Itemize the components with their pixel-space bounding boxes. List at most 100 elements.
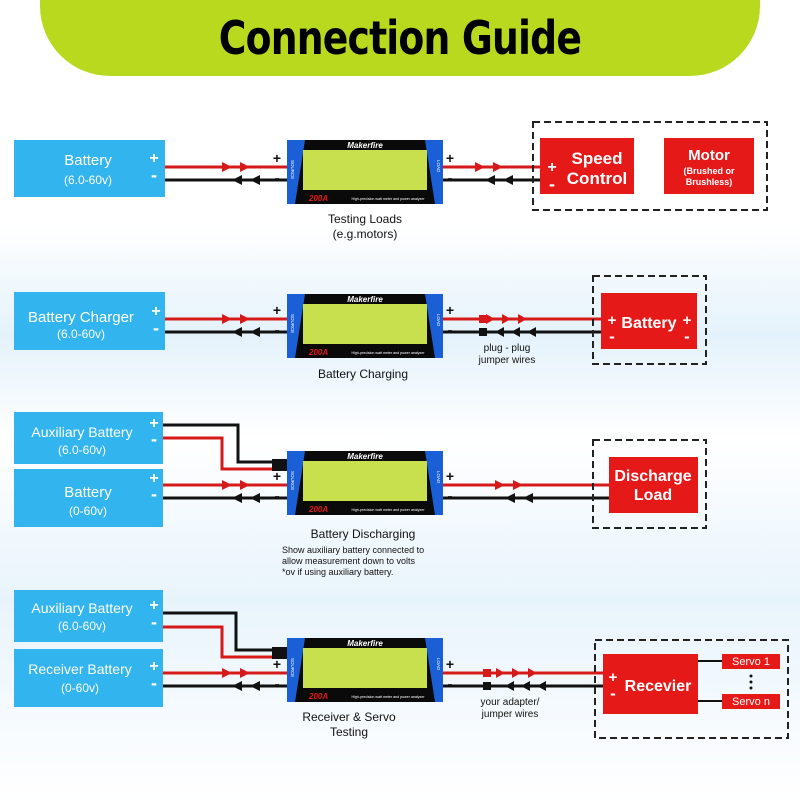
ellipsis-dot bbox=[749, 674, 753, 678]
wire-negative bbox=[163, 423, 287, 464]
plus-sign: + bbox=[149, 597, 158, 614]
minus-sign: - bbox=[274, 170, 279, 187]
plus-sign: + bbox=[446, 302, 454, 318]
meter-load-port: LOAD bbox=[436, 658, 441, 671]
source-name: Receiver Battery bbox=[28, 661, 131, 677]
wire-positive bbox=[163, 436, 287, 471]
load-group-outline bbox=[532, 121, 768, 211]
power-meter: Makerfire 200A High-precision watt meter… bbox=[287, 451, 443, 515]
wire-note: your adapter/ bbox=[481, 697, 540, 708]
source-name: Battery bbox=[64, 152, 112, 169]
source-name: Battery bbox=[64, 484, 112, 501]
minus-sign: - bbox=[274, 676, 279, 693]
power-meter: Makerfire 200A High-precision watt meter… bbox=[287, 294, 443, 358]
aux-battery-name: Auxiliary Battery bbox=[31, 600, 132, 616]
arrow-icon bbox=[495, 480, 523, 490]
arrow-icon bbox=[496, 668, 537, 678]
load-name-line2: Load bbox=[634, 487, 672, 504]
load-name-line2: Control bbox=[567, 169, 627, 188]
aux-battery-name: Auxiliary Battery bbox=[31, 424, 132, 440]
plus-sign: + bbox=[149, 415, 158, 432]
arrow-icon bbox=[505, 681, 546, 691]
minus-sign: - bbox=[610, 684, 616, 703]
receiver-box bbox=[603, 654, 698, 714]
plus-sign: + bbox=[446, 468, 454, 484]
meter-screen bbox=[303, 648, 427, 688]
minus-sign: - bbox=[151, 673, 157, 693]
section-caption: Testing Loads bbox=[328, 212, 402, 226]
plus-sign: + bbox=[446, 656, 454, 672]
section-battery-charging: Battery Charger (6.0-60v) + - Makerfire … bbox=[14, 275, 707, 381]
source-box bbox=[14, 469, 163, 527]
meter-source-port: SOURCE bbox=[290, 658, 295, 677]
plus-sign: + bbox=[683, 312, 692, 329]
meter-source-port: SOURCE bbox=[290, 314, 295, 333]
plus-sign: + bbox=[446, 150, 454, 166]
arrow-icon bbox=[222, 480, 250, 490]
arrow-icon bbox=[222, 314, 250, 324]
arrow-icon bbox=[222, 668, 250, 678]
plug-connector bbox=[479, 328, 487, 336]
minus-sign: - bbox=[447, 488, 452, 505]
title-banner: Connection Guide bbox=[40, 0, 760, 76]
wire-note-line2: jumper wires bbox=[481, 709, 539, 720]
plus-sign: + bbox=[273, 656, 281, 672]
source-box bbox=[14, 649, 163, 707]
meter-brand: Makerfire bbox=[347, 295, 383, 304]
source-range: (0-60v) bbox=[61, 681, 99, 695]
minus-sign: - bbox=[447, 322, 452, 339]
meter-screen bbox=[303, 304, 427, 344]
servo-box bbox=[722, 654, 780, 669]
minus-sign: - bbox=[549, 174, 555, 194]
minus-sign: - bbox=[153, 318, 159, 338]
meter-subtitle: High-precision watt meter and power anal… bbox=[351, 197, 425, 201]
minus-sign: - bbox=[151, 165, 157, 185]
receiver-name: Recevier bbox=[625, 678, 692, 695]
aux-battery-range: (6.0-60v) bbox=[58, 619, 106, 633]
meter-screen bbox=[303, 150, 427, 190]
meter-load-port: LOAD bbox=[436, 314, 441, 327]
load-name: Discharge bbox=[614, 468, 691, 485]
section-caption-sub: (e.g.motors) bbox=[333, 227, 398, 241]
plus-sign: + bbox=[273, 302, 281, 318]
source-box bbox=[14, 292, 165, 350]
arrow-icon bbox=[232, 493, 260, 503]
section-battery-discharging: Auxiliary Battery (6.0-60v) + - Battery … bbox=[14, 412, 707, 577]
aux-battery-range: (6.0-60v) bbox=[58, 443, 106, 457]
note-line: allow measurement down to volts bbox=[282, 556, 416, 566]
motor-name: Motor bbox=[688, 147, 730, 164]
wire-negative bbox=[163, 611, 287, 652]
minus-sign: - bbox=[274, 488, 279, 505]
section-caption: Receiver & Servo bbox=[302, 710, 396, 724]
minus-sign: - bbox=[151, 484, 157, 504]
meter-rating: 200A bbox=[308, 692, 328, 701]
plus-sign: + bbox=[151, 303, 160, 320]
meter-load-port: LOAD bbox=[436, 160, 441, 173]
source-box bbox=[14, 140, 165, 197]
section-testing-loads: Battery (6.0-60v) + - Makerfire 200A Hig… bbox=[14, 121, 768, 241]
arrow-icon bbox=[505, 493, 533, 503]
load-group-outline bbox=[594, 639, 789, 739]
plug-connector bbox=[483, 682, 491, 690]
section-receiver-servo-testing: Auxiliary Battery (6.0-60v) + - Receiver… bbox=[14, 590, 789, 739]
wire-note: plug - plug bbox=[484, 343, 531, 354]
meter-load-port: LOAD bbox=[436, 471, 441, 484]
meter-rating: 200A bbox=[308, 194, 328, 203]
aux-battery-box bbox=[14, 412, 163, 464]
aux-battery-box bbox=[14, 590, 163, 642]
meter-subtitle: High-precision watt meter and power anal… bbox=[351, 508, 425, 512]
minus-sign: - bbox=[609, 327, 615, 346]
minus-sign: - bbox=[151, 612, 157, 632]
ellipsis-dot bbox=[749, 680, 753, 684]
load-name: Battery bbox=[621, 315, 676, 332]
section-caption-sub: Testing bbox=[330, 725, 368, 739]
minus-sign: - bbox=[274, 322, 279, 339]
load-box bbox=[601, 293, 697, 349]
meter-screen bbox=[303, 461, 427, 501]
plus-sign: + bbox=[149, 470, 158, 487]
meter-rating: 200A bbox=[308, 505, 328, 514]
arrow-icon bbox=[475, 162, 503, 172]
load-group-outline bbox=[592, 439, 707, 529]
arrow-icon bbox=[486, 314, 527, 324]
